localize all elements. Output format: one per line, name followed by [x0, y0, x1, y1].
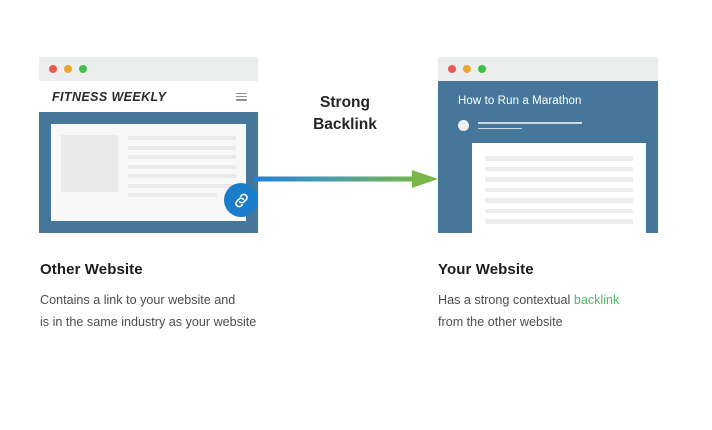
your-website-caption: Your Website Has a strong contextual bac…: [438, 261, 619, 333]
text-line: [485, 208, 633, 213]
close-dot-icon[interactable]: [49, 65, 57, 73]
text-line: [128, 155, 236, 159]
byline-line: [478, 121, 582, 124]
other-website-caption: Other Website Contains a link to your we…: [40, 261, 256, 333]
maximize-dot-icon[interactable]: [478, 65, 486, 73]
your-website-caption-title: Your Website: [438, 261, 534, 278]
text-line: [128, 174, 236, 178]
right-browser-titlebar: [438, 57, 658, 81]
arrow-caption-line-1: Strong: [320, 94, 370, 111]
arrow-right-icon: [254, 168, 438, 190]
text-line: [128, 145, 236, 150]
maximize-dot-icon[interactable]: [79, 65, 87, 73]
article-text-lines: [128, 135, 236, 210]
your-website-browser-window: How to Run a Marathon: [438, 57, 658, 233]
other-website-header: FITNESS WEEKLY: [39, 81, 258, 112]
post-byline: [438, 120, 658, 131]
other-website-browser-window: FITNESS WEEKLY: [39, 57, 258, 233]
minimize-dot-icon[interactable]: [463, 65, 471, 73]
left-browser-titlebar: [39, 57, 258, 81]
chain-link-icon[interactable]: [224, 183, 258, 217]
text-line: [485, 187, 633, 192]
text-line: [128, 183, 236, 188]
other-website-caption-line-2: is in the same industry as your website: [40, 314, 257, 329]
hamburger-menu-icon[interactable]: [236, 92, 247, 101]
your-website-body: How to Run a Marathon: [438, 81, 658, 233]
site-logo-text: FITNESS WEEKLY: [52, 89, 167, 104]
arrow-caption-line-2: Backlink: [313, 116, 377, 134]
byline-line: [478, 127, 522, 130]
other-website-body: [39, 112, 258, 233]
article-thumbnail-placeholder: [61, 135, 118, 192]
post-content-card: [472, 143, 646, 233]
other-website-caption-title: Other Website: [40, 261, 143, 278]
text-line: [485, 177, 633, 182]
text-line: [128, 164, 236, 169]
text-line: [128, 193, 217, 197]
caption-text-plain: Has a strong contextual: [438, 293, 574, 307]
article-preview-card: [51, 124, 258, 221]
text-line: [485, 166, 633, 171]
post-title: How to Run a Marathon: [458, 95, 582, 107]
backlink-highlight-text: backlink: [573, 293, 620, 307]
author-avatar: [458, 120, 469, 131]
byline-lines: [478, 121, 582, 130]
other-website-caption-line-1: Contains a link to your website and: [40, 293, 236, 307]
text-line: [485, 156, 633, 161]
text-line: [128, 136, 236, 140]
your-website-caption-line-1: Has a strong contextual backlink: [438, 290, 619, 312]
minimize-dot-icon[interactable]: [64, 65, 72, 73]
close-dot-icon[interactable]: [448, 65, 456, 73]
arrow-caption: Strong Backlink: [275, 92, 415, 137]
your-website-caption-line-2: from the other website: [438, 314, 563, 329]
text-line: [485, 219, 633, 224]
text-line: [485, 198, 633, 203]
